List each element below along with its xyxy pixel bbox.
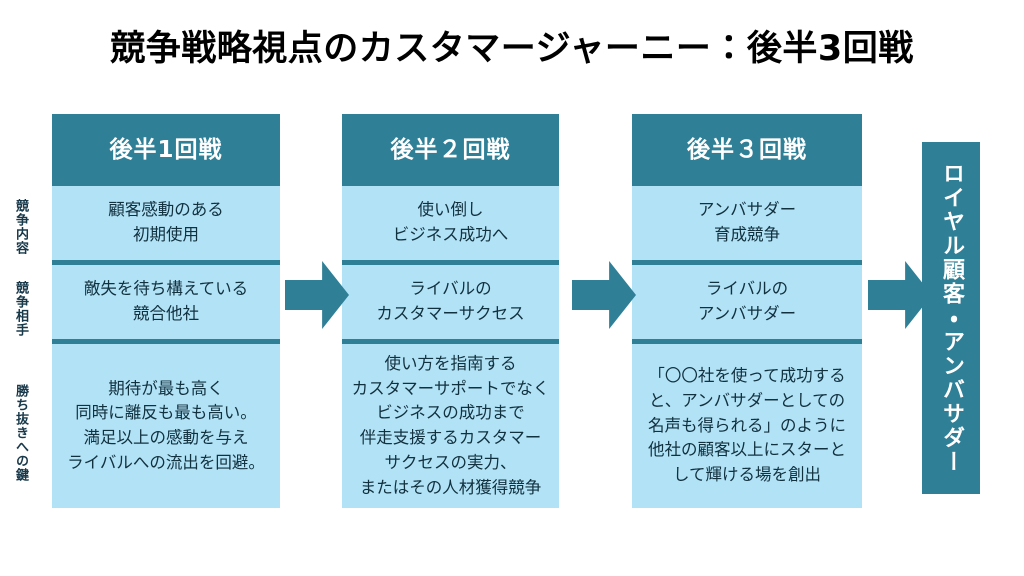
stage-1-body: 顧客感動のある 初期使用 敵失を待ち構えている 競合他社 期待が最も高く 同時に… (52, 186, 280, 508)
text-line: 「〇〇社を使って成功する (648, 366, 846, 386)
text-line: ビジネスの成功まで (376, 403, 525, 423)
stage-1-competitor: 敵失を待ち構えている 競合他社 (52, 265, 280, 339)
stage-3-competition-content: アンバサダー 育成競争 (632, 186, 862, 260)
stage-3-body: アンバサダー 育成競争 ライバルの アンバサダー 「〇〇社を使って成功する と、… (632, 186, 862, 508)
row-divider (52, 339, 280, 344)
text-line: 競合他社 (133, 304, 199, 323)
text-line: 満足以上の感動を与え (83, 428, 249, 447)
stage-2-header: 後半２回戦 (342, 114, 559, 186)
outcome-label: ロイヤル顧客・アンバサダー (939, 162, 964, 474)
text-line: 他社の顧客以上にスターと (648, 440, 846, 460)
text-line: と、アンバサダーとしての (648, 390, 846, 410)
text-line: ライバルの (409, 279, 492, 299)
stage-2-body: 使い倒し ビジネス成功へ ライバルの カスタマーサクセス 使い方を指南する カス… (342, 186, 559, 508)
stage-3-header: 後半３回戦 (632, 114, 862, 186)
row-divider (632, 260, 862, 265)
row-label-key-to-win: 勝ち抜きへの鍵 (13, 384, 28, 482)
text-line: ビジネス成功へ (392, 225, 509, 244)
row-divider (632, 339, 862, 344)
arrow-right-icon (285, 261, 349, 329)
arrow-right-icon (572, 261, 636, 329)
stage-column-1: 後半1回戦 顧客感動のある 初期使用 敵失を待ち構えている 競合他社 期待が最も… (52, 114, 280, 508)
row-divider (52, 260, 280, 265)
text-line: 同時に離反も最も高い。 (75, 403, 257, 423)
text-line: 使い方を指南する (384, 353, 517, 373)
text-line: カスタマーサクセス (376, 304, 525, 323)
text-line: アンバサダー (697, 304, 797, 323)
outcome-bar: ロイヤル顧客・アンバサダー (922, 142, 980, 494)
stage-2-competition-content: 使い倒し ビジネス成功へ (342, 186, 559, 260)
row-divider (342, 339, 559, 344)
stage-1-competition-content: 顧客感動のある 初期使用 (52, 186, 280, 260)
text-line: 顧客感動のある (108, 200, 224, 220)
text-line: ライバルの (705, 279, 789, 299)
row-label-competition-content: 競争内容 (13, 199, 28, 255)
text-line: サクセスの実力、 (384, 452, 517, 472)
text-line: アンバサダー (697, 200, 797, 220)
stage-1-header: 後半1回戦 (52, 114, 280, 186)
text-line: またはその人材獲得競争 (359, 477, 542, 497)
text-line: カスタマーサポートでなく (351, 378, 550, 398)
stage-3-key-to-win: 「〇〇社を使って成功する と、アンバサダーとしての 名声も得られる」のように 他… (632, 344, 862, 508)
page-title: 競争戦略視点のカスタマージャーニー：後半3回戦 (110, 29, 914, 69)
stage-2-key-to-win: 使い方を指南する カスタマーサポートでなく ビジネスの成功まで 伴走支援するカス… (342, 344, 559, 508)
text-line: 敵失を待ち構えている (83, 279, 249, 299)
stage-column-2: 後半２回戦 使い倒し ビジネス成功へ ライバルの カスタマーサクセス 使い方を指… (342, 114, 559, 508)
stage-3-competitor: ライバルの アンバサダー (632, 265, 862, 339)
row-label-competitor: 競争相手 (13, 281, 28, 337)
text-line: 使い倒し (417, 200, 484, 220)
row-divider (342, 260, 559, 265)
text-line: して輝ける場を創出 (672, 465, 821, 485)
stage-1-key-to-win: 期待が最も高く 同時に離反も最も高い。 満足以上の感動を与え ライバルへの流出を… (52, 344, 280, 508)
stage-2-competitor: ライバルの カスタマーサクセス (342, 265, 559, 339)
stage-column-3: 後半３回戦 アンバサダー 育成競争 ライバルの アンバサダー 「〇〇社を使って成… (632, 114, 862, 508)
text-line: 初期使用 (133, 225, 199, 244)
text-line: ライバルへの流出を回避。 (67, 452, 265, 472)
text-line: 育成競争 (714, 225, 780, 244)
text-line: 伴走支援するカスタマー (359, 428, 542, 447)
text-line: 名声も得られる」のように (648, 415, 846, 435)
text-line: 期待が最も高く (108, 378, 224, 398)
